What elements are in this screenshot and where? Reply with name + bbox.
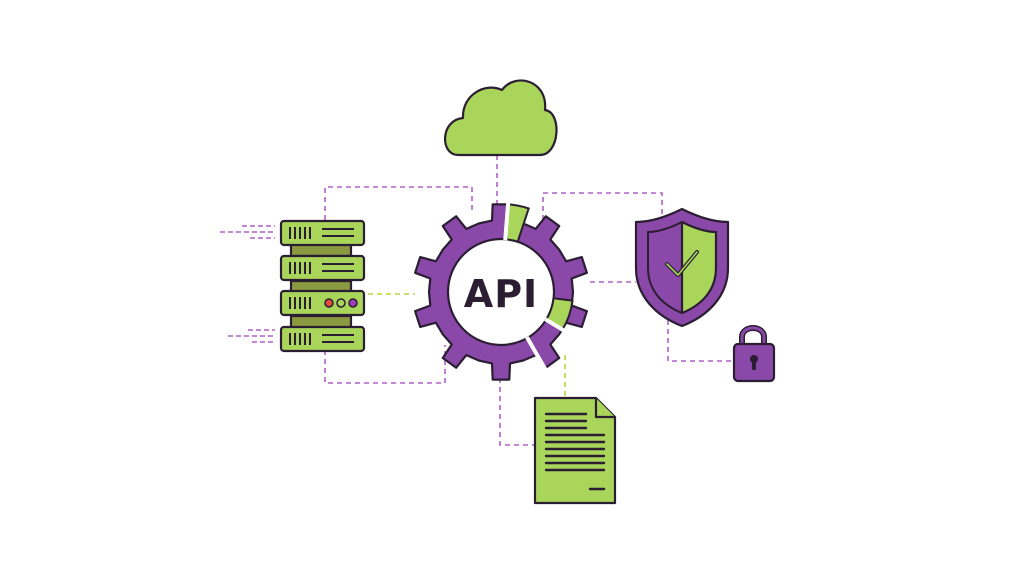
status-led xyxy=(336,298,346,308)
document-icon xyxy=(533,396,617,505)
server-unit xyxy=(279,289,366,317)
server-unit xyxy=(279,325,366,353)
server-rack-icon xyxy=(279,219,366,353)
status-led-purple xyxy=(348,298,358,308)
server-unit xyxy=(279,254,366,282)
connector-lines xyxy=(324,155,732,446)
status-led-red xyxy=(324,298,334,308)
gear-icon xyxy=(414,202,588,381)
shield-check-icon xyxy=(634,207,730,328)
gear-gap xyxy=(503,202,511,241)
cloud-icon xyxy=(444,79,558,157)
gear-label: API xyxy=(464,272,538,316)
padlock-icon xyxy=(732,325,776,383)
gear-body xyxy=(414,203,588,381)
speed-lines xyxy=(220,225,275,343)
gear-gap xyxy=(525,336,548,372)
server-unit xyxy=(279,219,366,247)
gear-gap xyxy=(544,317,579,341)
